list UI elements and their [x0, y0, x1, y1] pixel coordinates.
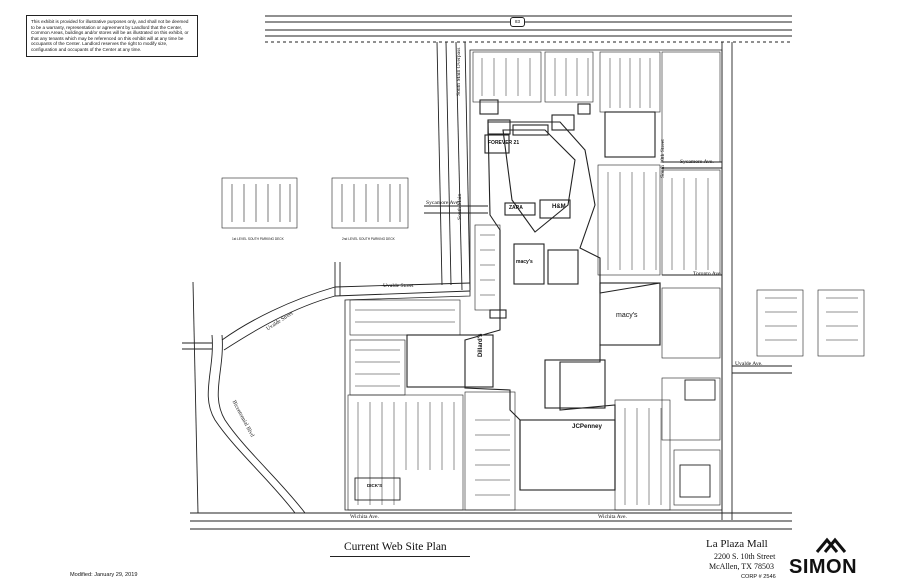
store-dicks: DICK'S: [367, 483, 383, 488]
store-zara: ZARA: [509, 205, 523, 211]
highway-83: [265, 15, 792, 43]
mall-address-line1: 2200 S. 10th Street: [714, 552, 776, 561]
parking-deck-left-pair: [221, 177, 409, 229]
plan-title: Current Web Site Plan: [344, 541, 447, 553]
road-south-main-overpass: South Main Overpass: [456, 47, 462, 96]
road-wichita-west: Wichita Ave.: [350, 514, 379, 520]
store-macys-main: macy's: [616, 312, 638, 319]
road-sycamore-west: Sycamore Ave.: [426, 200, 460, 206]
simon-logo-mark: [815, 537, 847, 553]
mall-building: [406, 99, 661, 491]
road-sycamore-east: Sycamore Ave.: [680, 159, 714, 165]
modified-date: Modified: January 29, 2019: [70, 572, 138, 578]
corp-number: CORP # 2546: [741, 574, 776, 580]
road-toronto-ave: Toronto Ave.: [693, 271, 723, 277]
parking-north: [472, 51, 721, 163]
store-dillards: Dillard's: [478, 333, 484, 357]
parking-west: [347, 224, 516, 511]
store-macys-small: macy's: [516, 259, 533, 265]
parking-east: [597, 164, 721, 511]
road-uvalde-ave: Uvalde Ave.: [735, 361, 763, 367]
store-forever21: FOREVER 21: [488, 140, 520, 146]
disclaimer: This exhibit is provided for illustrativ…: [26, 15, 198, 57]
mall-name: La Plaza Mall: [706, 538, 768, 550]
plan-title-rule: [330, 556, 470, 557]
south-main-street: [436, 41, 471, 291]
parking-stalls: [355, 58, 709, 505]
road-uvalde-street: Uvalde Street: [383, 283, 414, 289]
road-wichita-east: Wichita Ave.: [598, 514, 627, 520]
parking-deck-right-pair: [756, 289, 865, 357]
garage-caption-right: 2nd LEVEL SOUTH PARKING DECK: [342, 237, 395, 241]
simon-brand: SIMON: [789, 556, 858, 578]
south-10th-street: [721, 42, 733, 520]
road-south-10th: South 10th Street: [660, 139, 666, 178]
store-jcpenney: JCPenney: [572, 423, 602, 430]
garage-caption-left: 1st LEVEL SOUTH PARKING DECK: [232, 237, 284, 241]
mall-address-line2: McAllen, TX 78503: [709, 562, 774, 571]
uvalde-street: [334, 282, 471, 297]
road-south-main: South Main: [457, 193, 463, 220]
highway-83-shield: 83: [510, 17, 525, 27]
bicentennial-blvd: [182, 281, 306, 514]
wichita-ave: [190, 512, 792, 530]
store-hm: H&M: [552, 204, 566, 210]
